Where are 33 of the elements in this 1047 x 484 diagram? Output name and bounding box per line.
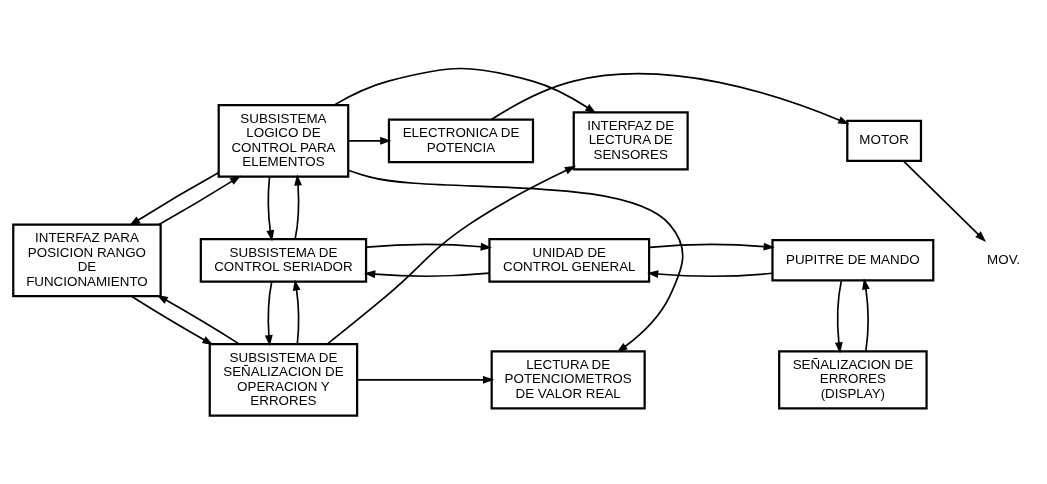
arrow: [326, 165, 576, 345]
arrow: [903, 160, 987, 242]
arrow: [156, 294, 240, 345]
arrow: [333, 67, 597, 114]
arrow: [365, 242, 492, 251]
arrow: [129, 171, 220, 226]
node-box: UNIDAD DE CONTROL GENERAL: [488, 238, 651, 283]
node-box: SUBSISTEMA DE CONTROL SERIADOR: [199, 238, 368, 283]
node-text: MOV.: [987, 251, 1021, 267]
node-box: PUPITRE DE MANDO: [771, 239, 935, 282]
arrow: [294, 174, 302, 240]
arrow: [292, 279, 301, 345]
node-box: MOTOR: [846, 119, 923, 163]
node-box: ELECTRONICA DE POTENCIA: [387, 118, 535, 164]
node-box: SEÑALIZACION DE ERRORES (DISPLAY): [778, 350, 928, 410]
node-box: LECTURA DE POTENCIOMETROS DE VALOR REAL: [490, 350, 646, 410]
node-box: SUBSISTEMA LOGICO DE CONTROL PARA ELEMENTOS: [217, 104, 350, 178]
arrow: [364, 270, 491, 279]
arrow: [130, 295, 214, 346]
arrow: [834, 280, 843, 354]
arrow: [264, 281, 273, 347]
node-box: SUBSISTEMA DE SEÑALIZACION DE OPERACION Y ERRORES: [208, 342, 359, 417]
arrow: [347, 136, 392, 145]
arrow: [490, 73, 850, 125]
arrow: [266, 176, 275, 242]
arrow: [862, 278, 870, 352]
arrow: [158, 175, 242, 226]
arrow: [347, 169, 684, 353]
node-box: INTERFAZ DE LECTURA DE SENSORES: [572, 111, 689, 171]
node-box: INTERFAZ PARA POSICION RANGO DE FUNCIONAMIENTO: [12, 223, 162, 298]
arrow: [356, 375, 495, 384]
arrow: [648, 242, 775, 251]
arrow: [647, 270, 774, 278]
